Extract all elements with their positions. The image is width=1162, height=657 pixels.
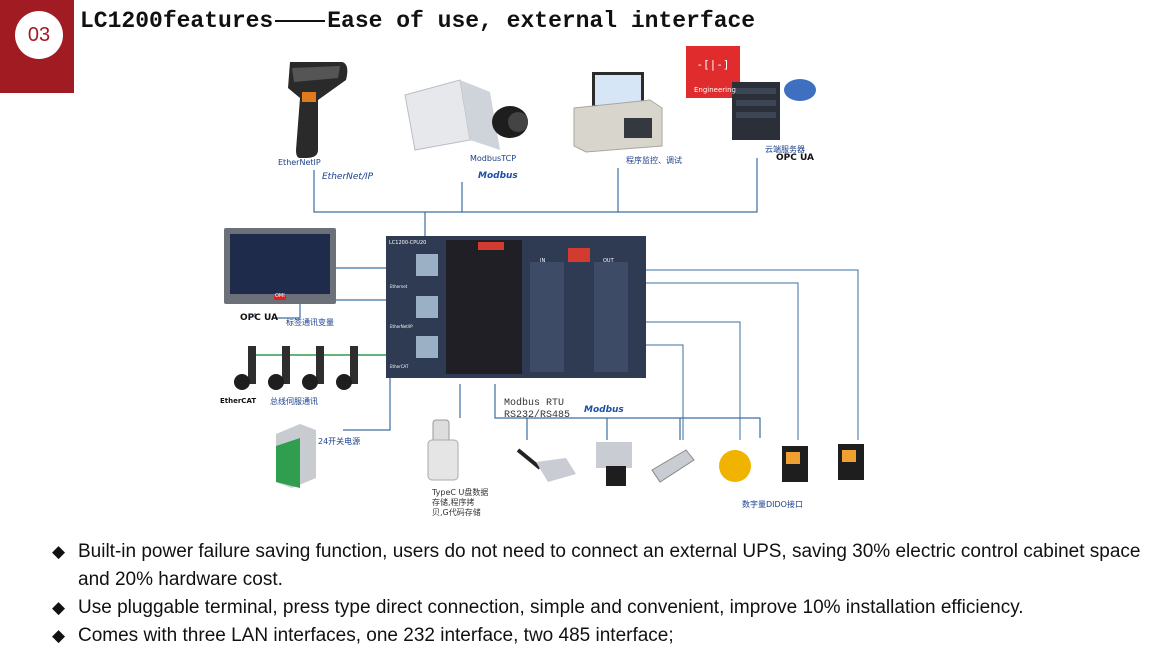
feature-bullets: ◆Built-in power failure saving function,… — [52, 538, 1162, 650]
title-dash — [275, 19, 326, 22]
opcua-logo-hmi: OPC UA — [240, 313, 278, 323]
hmi-label: 标签通讯变量 — [286, 318, 334, 327]
cloud-label: 云端服务器 — [765, 145, 805, 154]
plc-out-label: OUT — [603, 258, 614, 264]
title-left: LC1200features — [80, 8, 274, 34]
bullet-item: ◆Comes with three LAN interfaces, one 23… — [52, 622, 1162, 650]
dido-wires — [630, 269, 859, 440]
modbus-logo-serial: Modbus — [584, 405, 624, 415]
usb-drive-icon — [427, 419, 459, 481]
opcua-logo-cloud: OPC UA — [776, 153, 814, 163]
diamond-icon: ◆ — [52, 598, 66, 617]
system-diagram: -[|-] — [224, 46, 864, 488]
limit-switch-icon — [651, 449, 695, 483]
diamond-icon: ◆ — [52, 542, 66, 561]
indicator-lamp-icon — [719, 450, 751, 482]
plc-controller-icon — [386, 236, 646, 378]
relay-2-icon — [838, 444, 864, 480]
ethernetip-logo: EtherNet/IP — [322, 172, 374, 182]
svg-text:-[|-]: -[|-] — [696, 58, 729, 71]
bullet-item: ◆Use pluggable terminal, press type dire… — [52, 594, 1162, 622]
plc-port-ethercat: EtherCAT — [390, 364, 409, 369]
psu-label: 24开关电源 — [318, 437, 361, 446]
top-bus-wires — [313, 158, 758, 250]
section-number: 03 — [15, 11, 63, 59]
hmi-brand: OMI — [275, 293, 285, 299]
dido-label: 数字量DIDO接口 — [742, 500, 803, 509]
plc-port-ethernetip: EtherNet/IP — [390, 324, 413, 329]
industrial-pc-icon — [573, 72, 663, 153]
title-right: Ease of use, external interface — [327, 8, 756, 34]
encoder-device-icon — [596, 442, 632, 486]
servo-label: 总线伺服通讯 — [270, 397, 318, 406]
plc-model: LC1200-CPU20 — [389, 240, 427, 246]
plc-port-ethernet: Ethernet — [390, 284, 408, 289]
power-supply-icon — [276, 424, 316, 488]
modbus-logo-top: Modbus — [478, 171, 518, 181]
pc-label: 程序监控、调试 — [626, 156, 682, 165]
relay-1-icon — [782, 446, 808, 482]
engineering-badge-label: Engineering — [694, 86, 736, 94]
page-title: LC1200features Ease of use, external inte… — [80, 8, 755, 34]
diamond-icon: ◆ — [52, 626, 66, 645]
camera-label: ModbusTCP — [470, 154, 517, 163]
cloud-server-icon — [732, 79, 816, 140]
ethercat-logo: EtherCAT — [220, 397, 257, 405]
servo-drives-icon — [234, 346, 358, 390]
barcode-scanner-icon — [288, 62, 348, 158]
sensor-device-icon — [516, 448, 576, 482]
plc-in-label: IN — [540, 258, 546, 264]
left-wires — [254, 267, 761, 440]
hmi-panel-icon — [224, 228, 336, 304]
industrial-camera-icon — [404, 79, 528, 151]
usb-label: TypeC U盘数据存储,程序拷贝,G代码存储 — [432, 488, 489, 517]
section-badge: 03 — [0, 0, 74, 93]
engineering-badge-icon: -[|-] — [686, 46, 740, 98]
scanner-label: EtherNetIP — [278, 158, 321, 167]
bullet-item: ◆Built-in power failure saving function,… — [52, 538, 1162, 594]
